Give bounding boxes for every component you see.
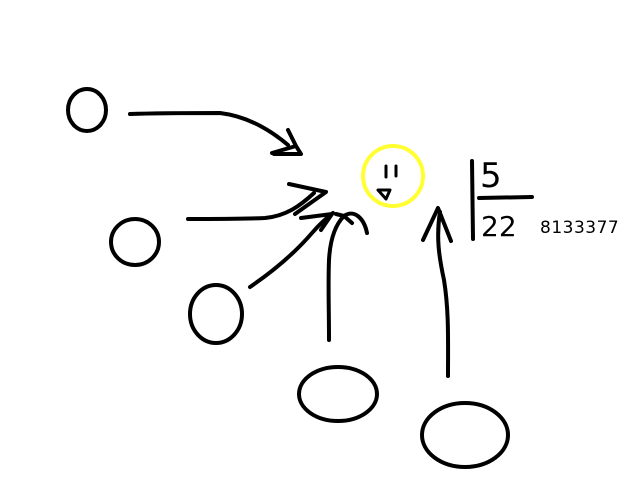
number-scribble: 5 22 8133377 bbox=[470, 156, 619, 243]
arrow-from-middle-left bbox=[186, 182, 328, 221]
arrow-from-bottom-right bbox=[421, 206, 453, 378]
circle-bottom-right bbox=[420, 401, 510, 469]
circle-top-left bbox=[66, 87, 108, 133]
arrow-from-bottom-middle bbox=[326, 211, 369, 342]
face-outline bbox=[361, 144, 425, 208]
top-number: 5 bbox=[480, 156, 502, 196]
circle-bottom-middle bbox=[297, 365, 379, 423]
arrow-from-top-left bbox=[128, 111, 303, 156]
fraction-line bbox=[477, 195, 534, 200]
face-mouth bbox=[376, 188, 392, 201]
bottom-number: 22 bbox=[481, 210, 517, 243]
circle-middle-left bbox=[109, 217, 161, 267]
trailing-digits: 8133377 bbox=[540, 218, 619, 238]
bracket-line bbox=[470, 159, 475, 241]
circle-lower-left bbox=[188, 283, 244, 345]
face-drawing bbox=[361, 144, 425, 208]
arrow-from-lower-left bbox=[248, 211, 335, 289]
